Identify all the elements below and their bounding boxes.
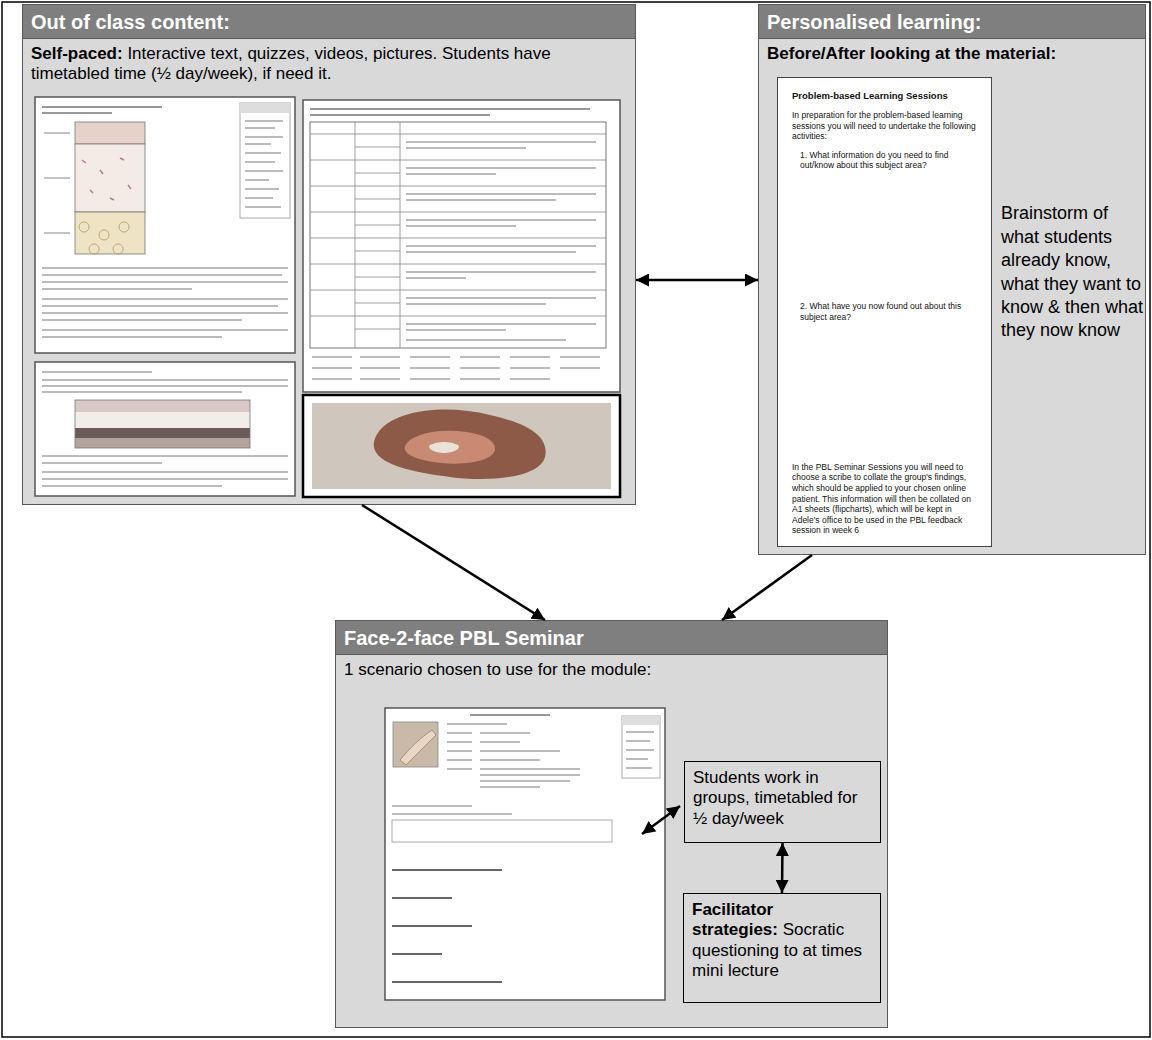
sheet-question: 1. What information do you need to find … [792,150,979,171]
nav-header [622,716,660,725]
worksheet-screenshot: Problem-based Learning Sessions In prepar… [777,77,992,547]
screenshot-table [303,100,620,392]
text-lines [392,806,512,814]
double-arrow [642,806,680,834]
fat-cells [79,222,129,254]
leader-lines [44,133,70,233]
skin-texture [82,158,131,200]
nav-header [240,103,290,113]
nav-box [240,103,290,218]
side-note: Brainstorm of what students already know… [1001,202,1149,342]
panel-heading: Personalised learning: [767,10,1137,34]
link-lines [392,870,502,982]
text-area: Self-paced:Interactive text, quizzes, vi… [23,39,635,90]
table-grid [310,122,606,348]
text-field [392,820,612,842]
bold-lead: Facilitator strategies: [692,900,778,939]
text-lines [42,456,288,486]
screenshot-frame [35,362,295,496]
wound-shape [374,410,546,480]
text-lines [447,724,580,787]
text-area: Problem-based Learning Sessions In prepar… [778,78,991,546]
content-panel: Personalised learning: Before/After looki… [758,4,1146,555]
text-lines [42,107,162,113]
screenshot-histology [35,362,295,496]
header-bar: Personalised learning: [759,5,1145,39]
histology-band [75,412,250,428]
sheet-question: 2. What have you now found out about thi… [792,301,979,322]
wound-photo [303,395,620,497]
screenshot-scenario [385,708,665,1000]
connector-arrow [636,279,758,282]
text-lines [42,372,288,392]
histology-frame [75,400,250,448]
table-text-lines [406,142,596,340]
content-panel: Out of class content: Self-paced:Interact… [22,4,636,505]
skin-layer [75,144,145,212]
header-bar: Face-2-face PBL Seminar [336,621,887,655]
body-text: 1 scenario chosen to use for the module: [344,660,879,680]
nav-lines [245,121,283,207]
header-bar: Out of class content: [23,5,635,39]
histology-band [75,428,250,438]
text-lines [42,268,288,337]
bold-lead: Self-paced: [31,44,123,63]
histology-band [75,400,250,412]
connector-arrow [362,505,545,620]
text-area: Students work in groups, timetabled for … [685,762,880,835]
content-panel: Face-2-face PBL Seminar 1 scenario chosen… [335,620,888,1028]
text-lines [310,109,590,115]
screenshot-frame [385,708,665,1000]
skin-layer [75,212,145,254]
connector-arrow [722,555,812,620]
photo-frame [303,395,620,497]
skin-layer [75,122,145,144]
screenshot-frame [35,97,295,353]
histology-band [75,438,250,448]
panel-heading: Face-2-face PBL Seminar [344,626,879,650]
text-area: 1 scenario chosen to use for the module: [336,655,887,685]
screenshot-skin-text [35,97,295,353]
wound-shape [405,431,495,464]
wound-shape [429,442,459,453]
table-grid-lines [310,122,606,348]
nav-box [622,716,660,778]
text-box: Students work in groups, timetabled for … [684,761,881,843]
patient-photo [393,722,438,767]
text-box: Facilitator strategies:Socratic question… [683,893,881,1003]
panel-heading: Out of class content: [31,10,627,34]
screenshot-frame [303,100,620,392]
body-text: Students work in groups, timetabled for … [693,768,872,829]
sheet-footnote: In the PBL Seminar Sessions you will nee… [792,462,979,536]
sheet-title: Problem-based Learning Sessions [792,90,979,102]
text-area: Facilitator strategies:Socratic question… [684,894,880,988]
nav-lines [626,732,654,768]
photo-ground [312,403,611,489]
patient-photo-detail [400,730,436,765]
word-bank-lines [312,357,600,379]
connector-arrow [781,843,784,893]
text-lines [470,714,550,716]
subheading: Before/After looking at the material: [767,44,1137,64]
sheet-text: In preparation for the problem-based lea… [792,110,979,142]
